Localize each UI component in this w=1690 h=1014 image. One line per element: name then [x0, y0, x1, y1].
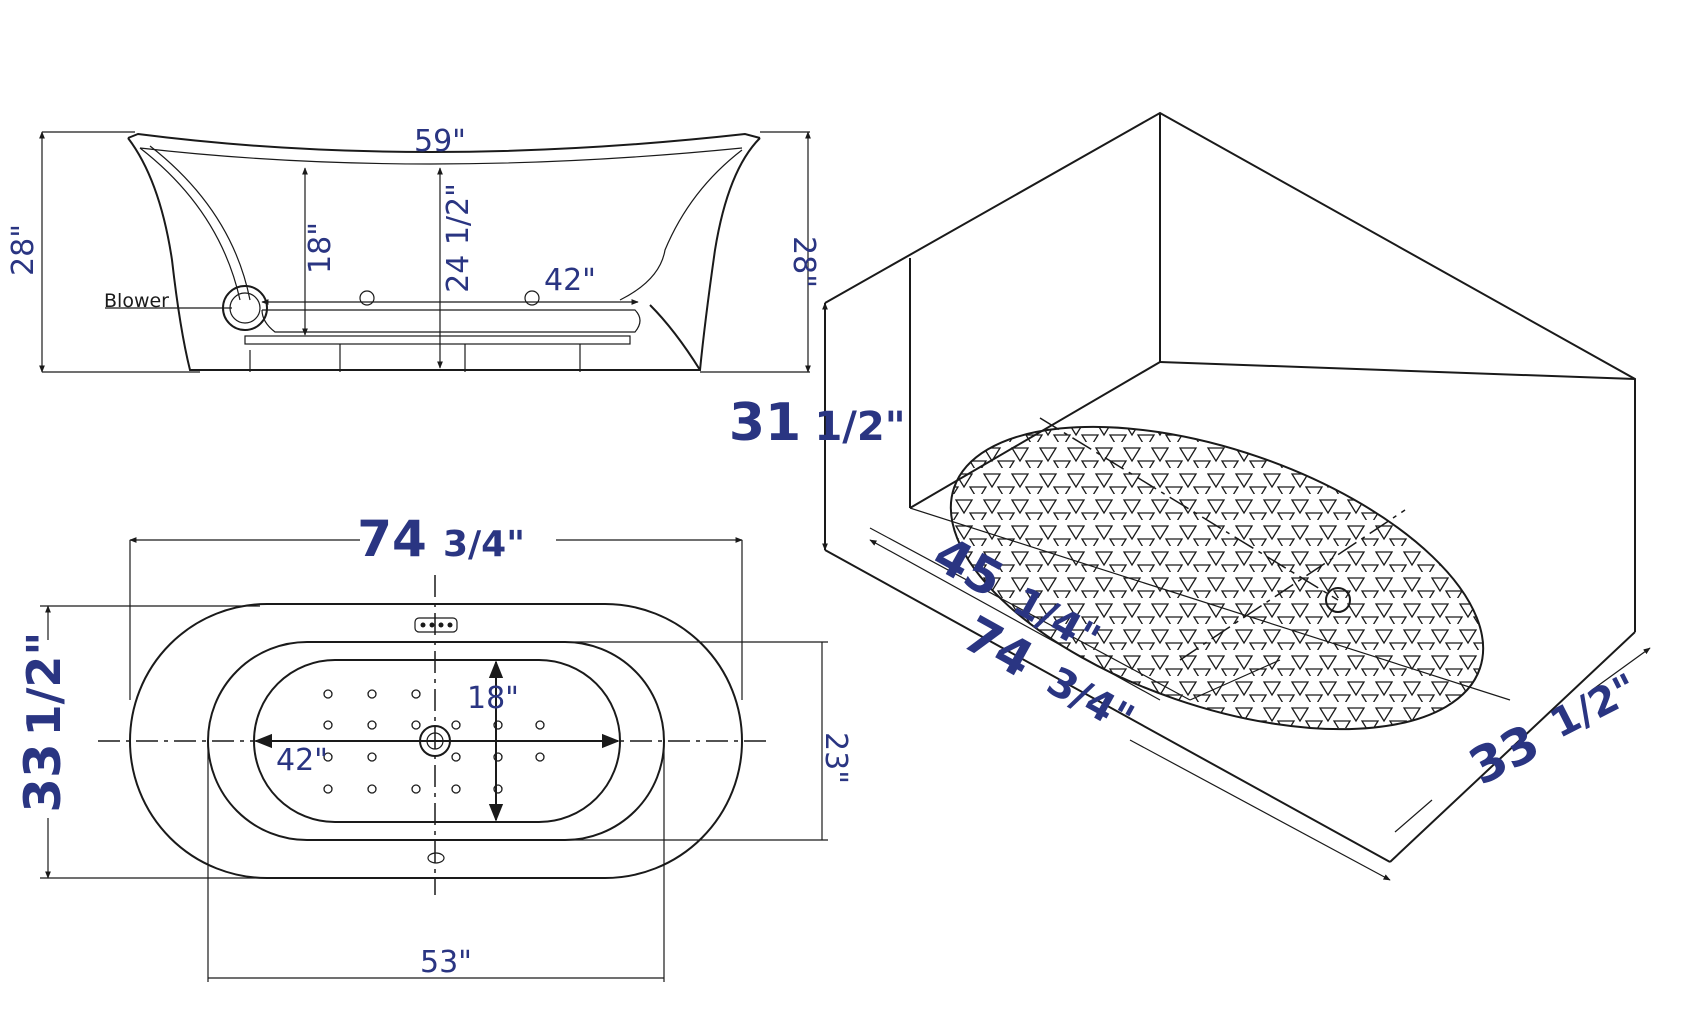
side-interior-depth-label: 18"	[303, 222, 338, 274]
top-interior-length-label: 53"	[420, 945, 472, 980]
side-center-depth-label: 24 1/2"	[441, 183, 476, 293]
top-length-frac: 3/4"	[443, 524, 525, 565]
side-height-right-label: 28"	[786, 236, 821, 288]
side-view: 59" 28" 28" 18" 24 1/2" 42" Blower	[6, 124, 821, 373]
isometric-view: 31 1/2" 45 1/4" 74 3/4" 33 1/2"	[729, 111, 1651, 881]
iso-width-frac: 1/2"	[1543, 665, 1645, 747]
iso-height-whole: 31	[729, 393, 801, 453]
top-width-whole: 33	[14, 743, 72, 813]
top-interior-width-label: 23"	[818, 732, 853, 784]
top-width-frac: 1/2"	[17, 632, 71, 737]
side-width-label: 59"	[414, 124, 466, 159]
top-view: 74 3/4" 33 1/2" 42"	[14, 510, 853, 982]
blower-label: Blower	[104, 290, 169, 312]
iso-height-frac: 1/2"	[814, 404, 905, 450]
top-length-whole: 74	[357, 510, 427, 568]
side-height-left-label: 28"	[6, 224, 41, 276]
top-floor-width-label: 18"	[467, 681, 519, 716]
top-floor-length-label: 42"	[276, 743, 328, 778]
side-bottom-length-label: 42"	[544, 263, 596, 298]
